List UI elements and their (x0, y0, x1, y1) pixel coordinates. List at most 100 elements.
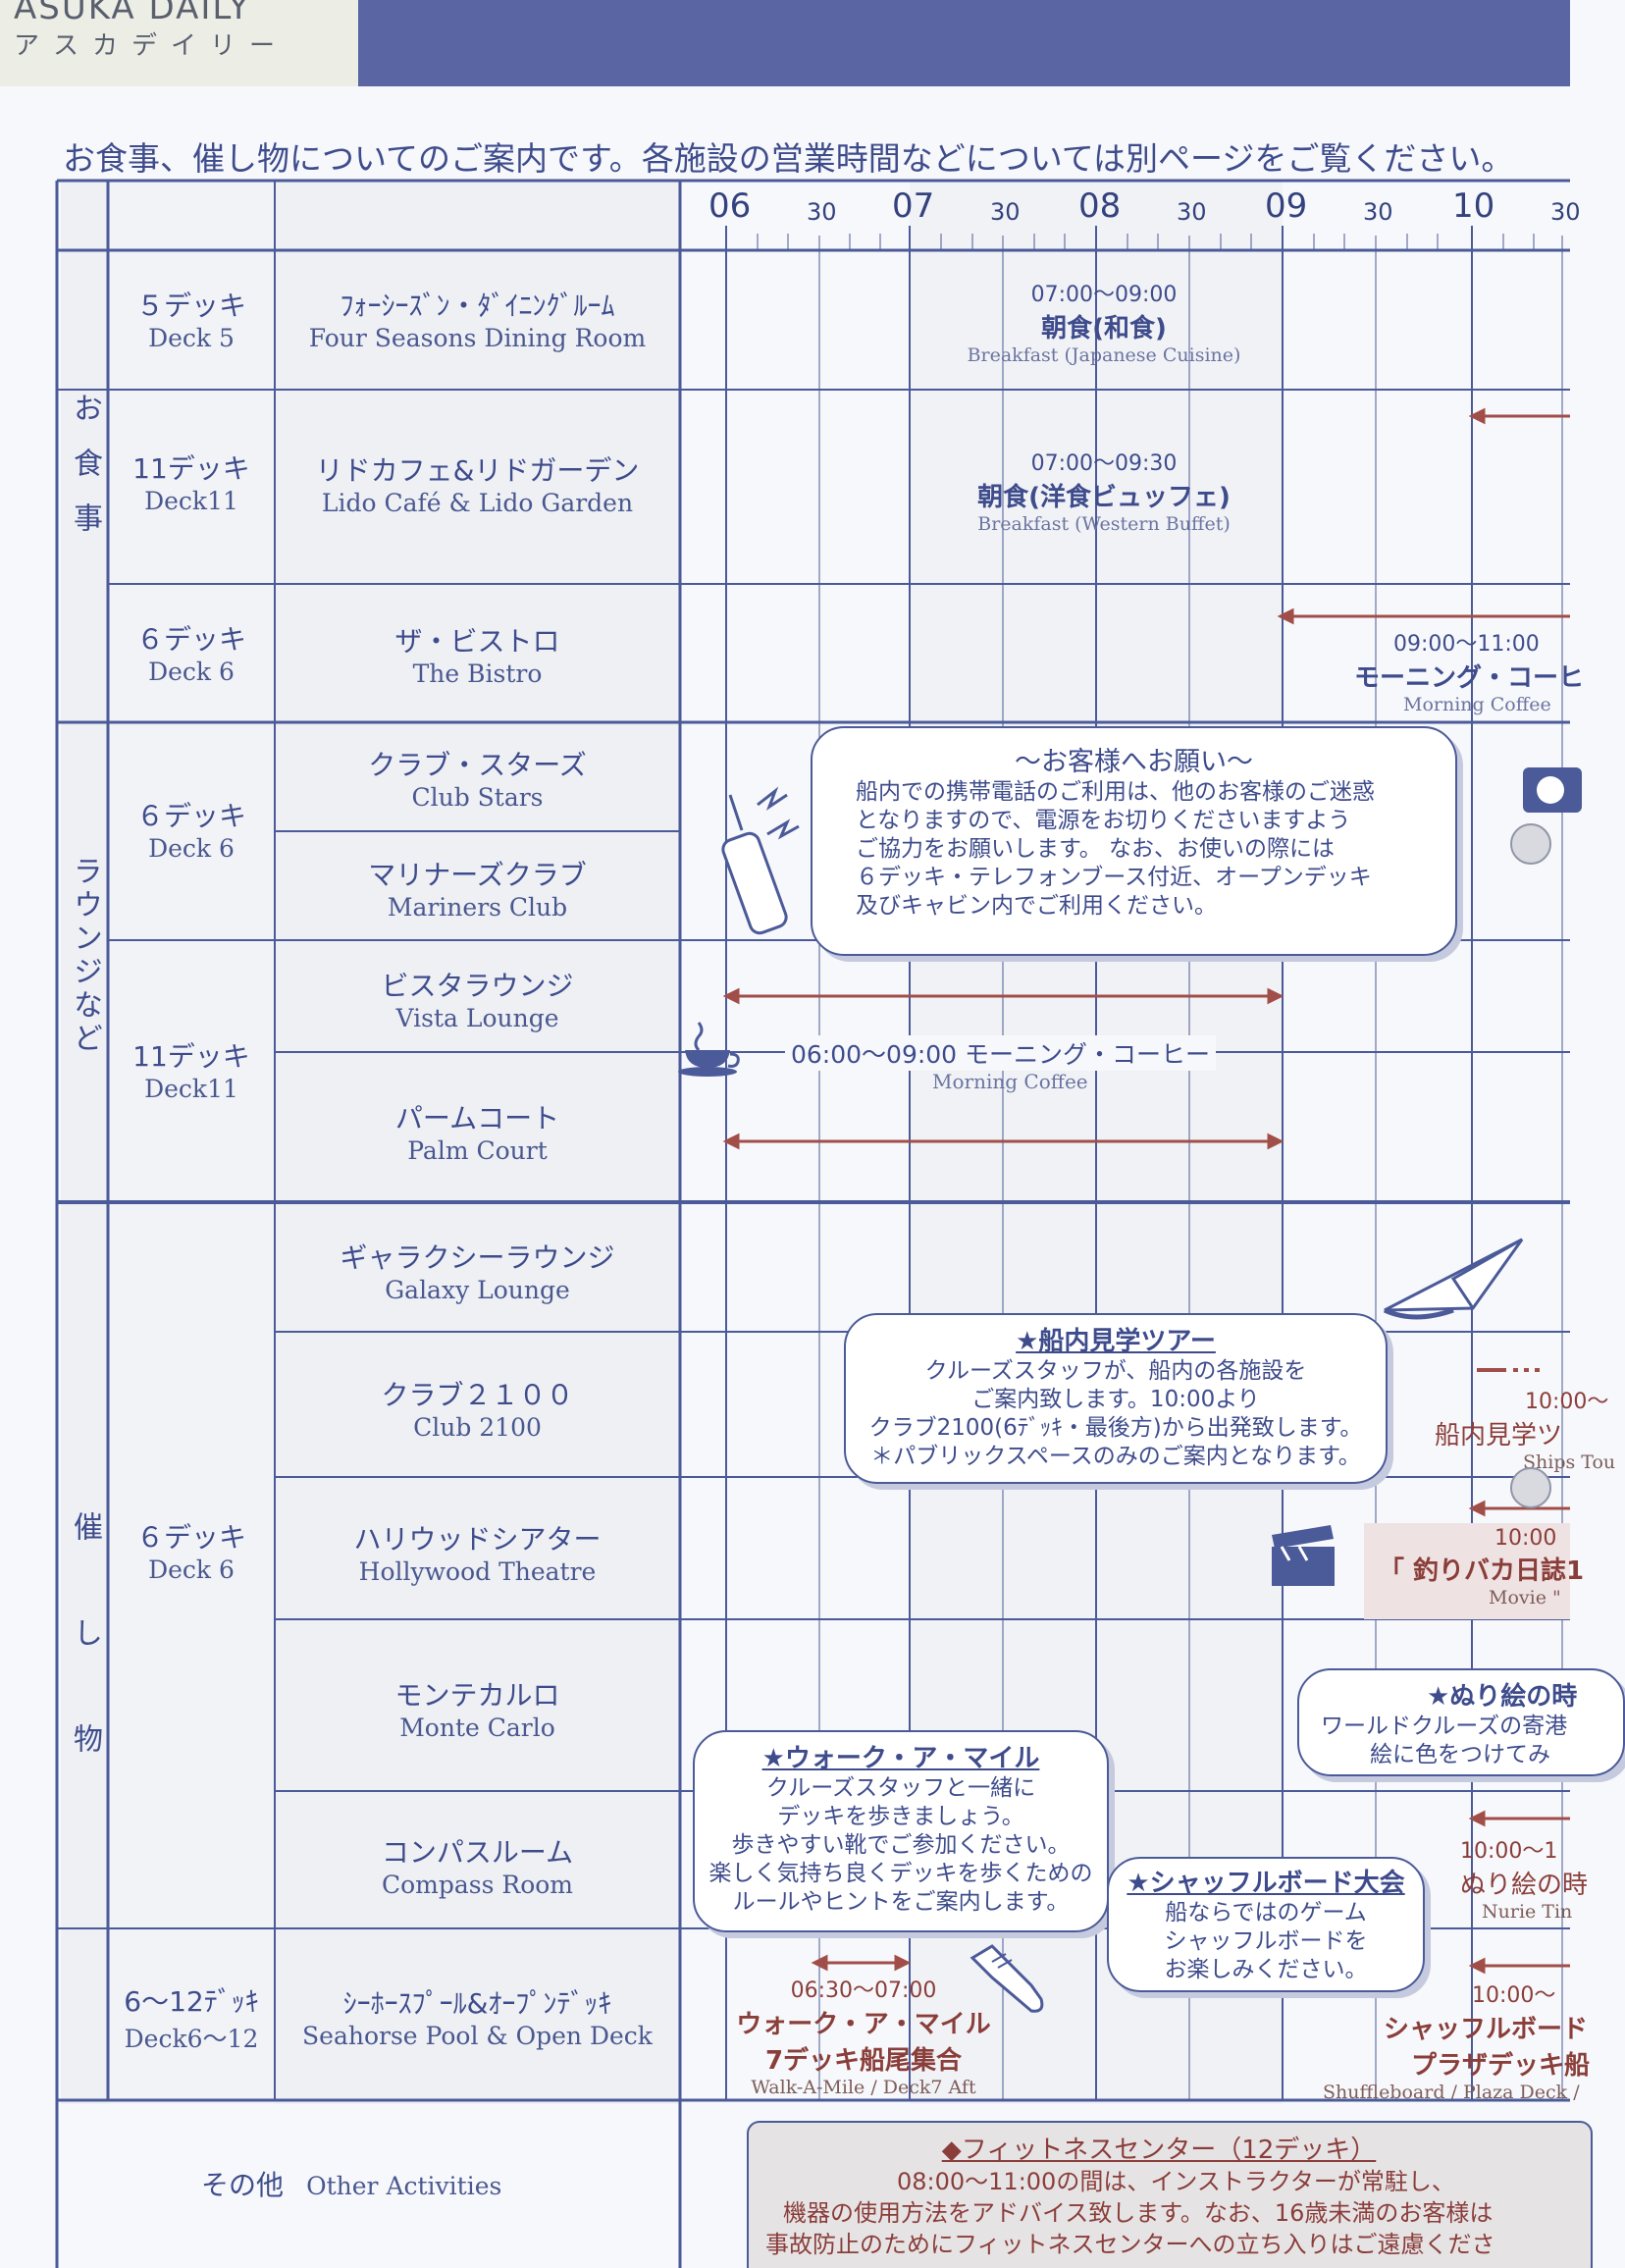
event-title-en: Shuffleboard / Plaza Deck / (1323, 2082, 1580, 2103)
event-morning-coffee: 06:00〜09:00 モーニング・コーヒー (791, 1040, 1211, 1069)
notice-line: となりますので、電源をお切りくださいますよう (856, 808, 1351, 833)
pin-icon (1508, 821, 1553, 870)
event-time: 09:00〜11:00 (1393, 632, 1540, 657)
venue-club-stars-en: Club Stars (411, 783, 544, 812)
shuffle-bubble: ★シャッフルボード大会 船ならではのゲーム シャッフルボードを お楽しみください… (1107, 1857, 1425, 1992)
intro-text: お食事、催し物についてのご案内です。各施設の営業時間などについては別ページをご覧… (63, 139, 1514, 178)
half-tick: 30 (990, 198, 1021, 226)
venue-palm-en: Palm Court (407, 1136, 548, 1165)
mobile-phone-icon (708, 775, 816, 956)
deck-label-en: Deck6〜12 (124, 2025, 259, 2053)
venue-club2100-en: Club 2100 (413, 1413, 542, 1442)
shuffle-line: お楽しみください。 (1164, 1957, 1368, 1982)
venue-palm: パームコート (394, 1102, 560, 1134)
event-title-en: Ships Tou (1523, 1451, 1616, 1473)
venue-club2100: クラブ２１００ (381, 1379, 574, 1411)
paper-plane-icon (1379, 1232, 1536, 1334)
venue-mariners-en: Mariners Club (387, 893, 568, 922)
venue-vista-en: Vista Lounge (395, 1004, 559, 1032)
other-label-en: Other Activities (306, 2172, 502, 2200)
nurie-title: ★ぬり絵の時 (1427, 1682, 1578, 1712)
half-tick: 30 (807, 198, 837, 226)
walk-line: 楽しく気持ち良くデッキを歩くための (708, 1861, 1093, 1886)
fitness-title: ◆フィットネスセンター（12デッキ） (941, 2136, 1377, 2165)
notice-title: 〜お客様へお願い〜 (1015, 747, 1253, 777)
notice-line: ６デッキ・テレフォンブース付近、オープンデッキ (856, 865, 1372, 890)
hour-tick-09: 09 (1265, 186, 1308, 226)
deck-label: ６デッキ (135, 1521, 246, 1554)
event-time: 10:00〜1 (1460, 1839, 1558, 1864)
header-band (358, 0, 1570, 86)
venue-bistro-en: The Bistro (412, 659, 543, 688)
event-title: ぬり絵の時 (1460, 1871, 1589, 1900)
event-title-en: Nurie Tin (1482, 1901, 1573, 1923)
hour-tick-08: 08 (1078, 186, 1122, 226)
hour-tick-06: 06 (708, 186, 752, 226)
event-title-en: Breakfast (Western Buffet) (977, 513, 1231, 535)
venue-monte-carlo: モンテカルロ (394, 1679, 560, 1712)
event-title-en: Breakfast (Japanese Cuisine) (967, 344, 1241, 366)
notice-line: 船内での携帯電話のご利用は、他のお客様のご迷惑 (856, 779, 1375, 805)
half-tick: 30 (1363, 198, 1393, 226)
deck-label: 11デッキ (132, 452, 250, 485)
deck-label: 11デッキ (132, 1040, 250, 1073)
deck-label: ６デッキ (135, 623, 246, 656)
brand-title: ASUKA DAILY (14, 0, 251, 27)
venue-seahorse: ｼｰﾎｰｽﾌﾟｰﾙ&ｵｰﾌﾟﾝﾃﾞｯｷ (342, 1987, 612, 2020)
venue-compass: コンパスルーム (381, 1836, 574, 1869)
deck-label: 6〜12ﾃﾞｯｷ (124, 1985, 259, 2018)
deck-label-en: Deck 6 (148, 658, 235, 686)
venue-galaxy: ギャラクシーラウンジ (340, 1241, 615, 1274)
deck-label-en: Deck 6 (148, 1556, 235, 1584)
venue-galaxy-en: Galaxy Lounge (385, 1276, 570, 1304)
sneaker-icon (967, 1938, 1045, 2031)
event-time: 07:00〜09:30 (1030, 451, 1178, 476)
notice-line: ご協力をお願いします。 なお、お使いの際には (856, 836, 1336, 862)
event-morning-coffee-en: Morning Coffee (932, 1070, 1088, 1093)
venue-lido: リドカフェ&リドガーデン (315, 454, 640, 487)
other-label: その他 (201, 2169, 285, 2201)
event-title: 船内見学ツ (1435, 1421, 1563, 1450)
event-time: 10:00〜 (1472, 1983, 1556, 2008)
deck-label-en: Deck11 (144, 487, 238, 515)
event-title: 「 釣りバカ日誌1 (1379, 1556, 1585, 1586)
venue-hollywood: ハリウッドシアター (353, 1523, 602, 1556)
venue-lido-en: Lido Café & Lido Garden (321, 489, 634, 517)
half-tick: 30 (1177, 198, 1207, 226)
walk-title: ★ウォーク・ア・マイル (761, 1744, 1040, 1773)
nurie-bubble: ★ぬり絵の時 ワールドクルーズの寄港 絵に色をつけてみ (1297, 1668, 1625, 1776)
event-title-en: Movie " (1489, 1587, 1561, 1609)
venue-four-seasons: ﾌｫｰｼｰｽﾞﾝ・ﾀﾞｲﾆﾝｸﾞﾙｰﾑ (340, 290, 615, 322)
hour-tick-10: 10 (1452, 186, 1495, 226)
event-title: シャッフルボード (1384, 2015, 1589, 2044)
coffee-cup-icon (677, 1017, 761, 1083)
venue-vista: ビスタラウンジ (381, 970, 574, 1002)
notice-bubble: 〜お客様へお願い〜 船内での携帯電話のご利用は、他のお客様のご迷惑 となりますの… (811, 726, 1457, 956)
nurie-line: ワールドクルーズの寄港 (1321, 1714, 1568, 1739)
tour-line: クルーズスタッフが、船内の各施設を (924, 1358, 1307, 1384)
venue-mariners: マリナーズクラブ (368, 859, 587, 891)
venue-monte-carlo-en: Monte Carlo (399, 1714, 555, 1742)
shuffle-line: シャッフルボードを (1164, 1928, 1368, 1954)
deck-label: ５デッキ (135, 290, 246, 322)
category-lounges: ラウンジなど (68, 856, 102, 1056)
tour-title: ★船内見学ツアー (1016, 1327, 1216, 1356)
fitness-line: 機器の使用方法をアドバイス致します。なお、16歳未満のお客様は (783, 2199, 1494, 2227)
walk-line: 歩きやすい靴でご参加ください。 (731, 1832, 1071, 1858)
event-subtitle: 7デッキ船尾集合 (764, 2046, 963, 2076)
event-title: 朝食(洋食ビュッフェ) (977, 483, 1231, 512)
deck-label: ６デッキ (135, 800, 246, 832)
category-events: 催し物 (68, 1511, 102, 1829)
walk-line: デッキを歩きましょう。 (777, 1804, 1024, 1829)
event-title: ウォーク・ア・マイル (736, 2010, 991, 2039)
tour-line: ご案内致します。10:00より (971, 1387, 1260, 1412)
deck-label-en: Deck 6 (148, 834, 235, 863)
event-title: モーニング・コーヒ (1354, 663, 1585, 693)
event-time: 07:00〜09:00 (1030, 283, 1178, 307)
venue-four-seasons-en: Four Seasons Dining Room (308, 324, 647, 352)
event-subtitle: プラザデッキ船 (1411, 2051, 1591, 2081)
walk-bubble: ★ウォーク・ア・マイル クルーズスタッフと一緒に デッキを歩きましょう。 歩きや… (693, 1730, 1109, 1932)
deck-label-en: Deck11 (144, 1075, 238, 1103)
pin-icon (1508, 1465, 1553, 1514)
hour-tick-07: 07 (892, 186, 935, 226)
